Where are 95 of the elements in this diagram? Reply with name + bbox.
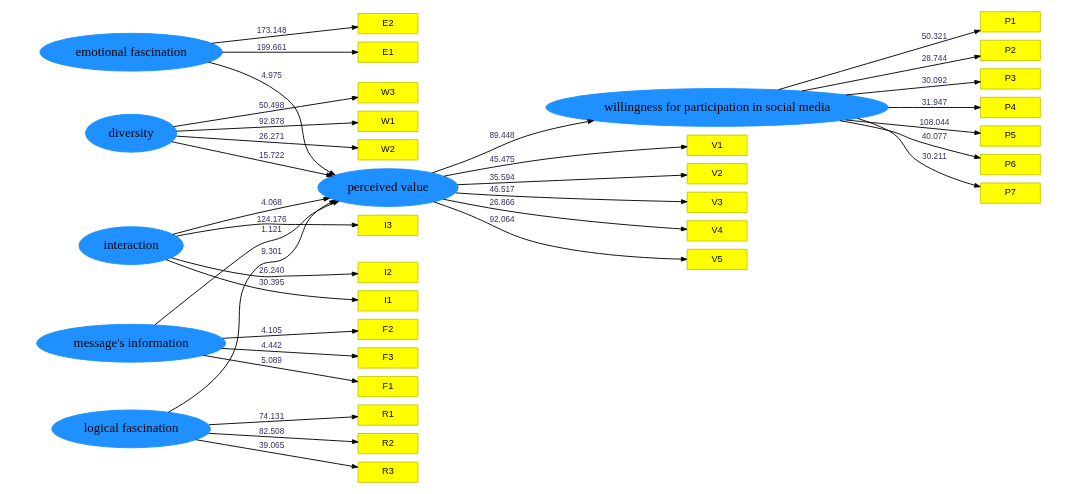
edge-label: 26.866 (489, 198, 515, 208)
node-ellipse: logical fascination (51, 409, 211, 449)
edge-label: 199.661 (256, 42, 287, 52)
node-box: V4 (686, 220, 748, 242)
node-box: F3 (357, 347, 419, 369)
edge-label: 5.089 (261, 355, 282, 365)
edge-label: 4.068 (261, 198, 282, 208)
arrow (431, 119, 595, 174)
arrow (171, 141, 333, 178)
edge-label: 4.975 (261, 71, 282, 81)
edge-label: 1.121 (261, 224, 282, 234)
edge-label: 74.131 (258, 411, 285, 421)
edge-label: 124.176 (256, 214, 287, 224)
node-box: V2 (686, 163, 748, 185)
arrow (173, 95, 359, 128)
node-box: P4 (980, 96, 1041, 119)
node-box: I1 (357, 290, 419, 312)
edge-label: 92.064 (489, 214, 515, 224)
node-box: V1 (686, 134, 748, 156)
edge-label: 45.475 (489, 154, 515, 164)
arrow (176, 120, 359, 132)
arrow (208, 61, 336, 176)
node-box: V5 (686, 248, 748, 270)
node-box: E2 (357, 13, 419, 35)
node-box: V3 (686, 191, 748, 213)
arrow (455, 192, 688, 205)
node-ellipse: emotional fascination (39, 32, 223, 72)
edge-label: 39.065 (258, 441, 285, 451)
arrow (443, 144, 688, 177)
node-box: P2 (980, 39, 1041, 61)
arrow (211, 25, 359, 44)
edge-label: 30.092 (921, 75, 948, 85)
arrow (208, 432, 359, 445)
node-box: P6 (980, 154, 1041, 176)
node-box: I2 (357, 261, 419, 283)
node-box: R2 (357, 433, 419, 455)
arrow (777, 29, 981, 91)
node-box: F1 (357, 375, 419, 398)
arrow (457, 172, 688, 186)
node-box: W1 (357, 110, 419, 132)
arrow (176, 222, 359, 237)
edge-label: 50.321 (921, 31, 948, 41)
edge-label: 30.211 (922, 152, 947, 162)
edge-label: 108.044 (919, 118, 950, 128)
node-box: P3 (980, 68, 1041, 90)
node-box: I3 (357, 214, 419, 236)
arrow (801, 54, 981, 92)
arrow (443, 198, 688, 232)
edge-label: 30.395 (258, 278, 285, 288)
node-ellipse: interaction (78, 226, 184, 265)
arrow (221, 49, 359, 55)
edge-label: 82.508 (258, 426, 285, 436)
edge-label: 26.271 (258, 131, 285, 141)
node-box: E1 (357, 41, 419, 63)
arrow (845, 119, 981, 135)
arrow (172, 196, 330, 235)
node-box: W3 (357, 82, 419, 104)
arrow (208, 414, 359, 426)
node-box: R1 (357, 404, 419, 426)
arrow (176, 135, 359, 150)
edge-label: 46.517 (489, 185, 515, 195)
edge-label: 9.301 (261, 247, 282, 257)
edge-label: 4.105 (261, 326, 282, 336)
edge-label: 15.722 (258, 151, 285, 161)
arrow (168, 199, 336, 413)
arrow (887, 105, 981, 110)
edge-label: 28.744 (921, 53, 948, 63)
node-box: P5 (980, 125, 1041, 147)
edge-label: 26.240 (258, 266, 285, 276)
arrow (857, 117, 981, 188)
arrow (433, 201, 688, 262)
edge-label: 92.878 (258, 117, 285, 127)
arrow (154, 200, 340, 326)
edge-label: 31.947 (921, 97, 948, 107)
node-box: W2 (357, 139, 419, 161)
node-box: P7 (980, 182, 1041, 204)
edge-label: 173.148 (256, 26, 287, 36)
node-ellipse: message's information (36, 323, 227, 363)
edge-label: 35.594 (489, 173, 515, 183)
arrow (845, 79, 981, 96)
edge-label: 4.442 (261, 341, 282, 351)
node-box: R3 (357, 461, 419, 483)
arrow (221, 348, 359, 359)
arrow (195, 439, 359, 469)
arrow (165, 259, 359, 303)
arrow (839, 120, 981, 159)
arrow (222, 328, 359, 339)
node-ellipse: diversity (85, 113, 178, 153)
arrow (170, 257, 359, 278)
edge-label: 40.077 (921, 131, 948, 141)
node-box: P1 (980, 11, 1041, 33)
node-box: F2 (357, 318, 419, 340)
edge-label: 50.498 (258, 100, 285, 110)
edge-label: 89.448 (489, 131, 515, 141)
arrow (203, 354, 359, 383)
